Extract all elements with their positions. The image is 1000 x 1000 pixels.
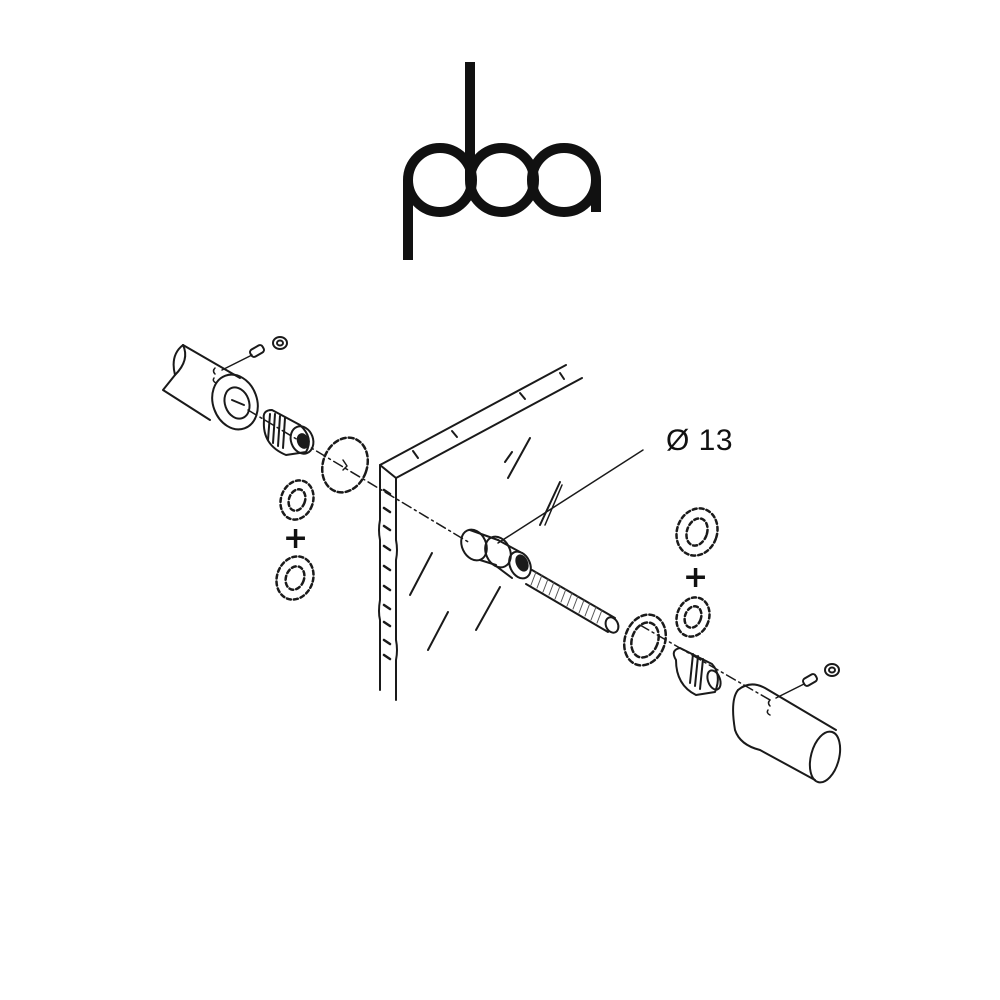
glass-panel (378, 364, 583, 701)
right-spacer-washers (675, 507, 719, 638)
dimension-leader (497, 449, 644, 544)
right-screw-cap (824, 663, 840, 677)
left-gasket (320, 436, 370, 494)
pba-logo (403, 62, 601, 260)
threaded-rod (525, 569, 620, 634)
plus-sign-right: + (683, 560, 709, 595)
left-threaded-insert (262, 409, 315, 456)
right-handle-tube (732, 683, 842, 784)
right-threaded-insert (672, 647, 722, 696)
diameter-dimension-label: Ø 13 (666, 424, 734, 457)
left-screw-cap (272, 336, 288, 350)
right-grub-screw (775, 673, 818, 699)
glass-sleeve (460, 528, 532, 580)
left-grub-screw (221, 344, 265, 371)
left-spacer-washers (275, 479, 315, 601)
left-handle-tube (162, 344, 259, 431)
right-gasket (622, 613, 668, 667)
plus-sign-left: + (283, 521, 309, 556)
